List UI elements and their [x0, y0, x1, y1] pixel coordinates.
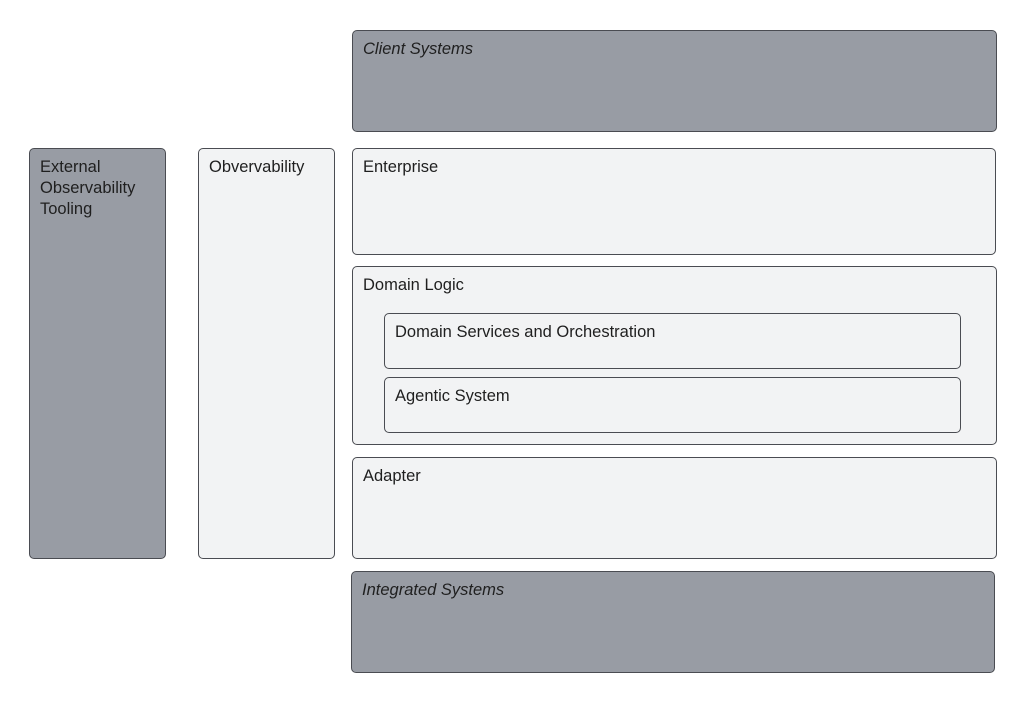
integrated-systems-label: Integrated Systems	[362, 581, 505, 599]
integrated-systems-box: Integrated Systems	[351, 571, 995, 673]
adapter-box: Adapter	[352, 457, 997, 559]
domain-services-label: Domain Services and Orchestration	[395, 323, 656, 341]
observability-label: Obvervability	[209, 158, 305, 176]
enterprise-label: Enterprise	[363, 158, 439, 176]
agentic-system-box: Agentic System	[384, 377, 961, 433]
agentic-system-label: Agentic System	[395, 387, 510, 405]
external-observability-tooling-label: External Observability Tooling	[40, 158, 136, 218]
client-systems-label: Client Systems	[363, 40, 474, 58]
observability-box: Obvervability	[198, 148, 335, 559]
domain-logic-box: Domain Logic Domain Services and Orchest…	[352, 266, 997, 445]
domain-logic-label: Domain Logic	[363, 276, 464, 294]
external-observability-tooling-box: External Observability Tooling	[29, 148, 166, 559]
adapter-label: Adapter	[363, 467, 421, 485]
enterprise-box: Enterprise	[352, 148, 996, 255]
client-systems-box: Client Systems	[352, 30, 997, 132]
domain-services-box: Domain Services and Orchestration	[384, 313, 961, 369]
